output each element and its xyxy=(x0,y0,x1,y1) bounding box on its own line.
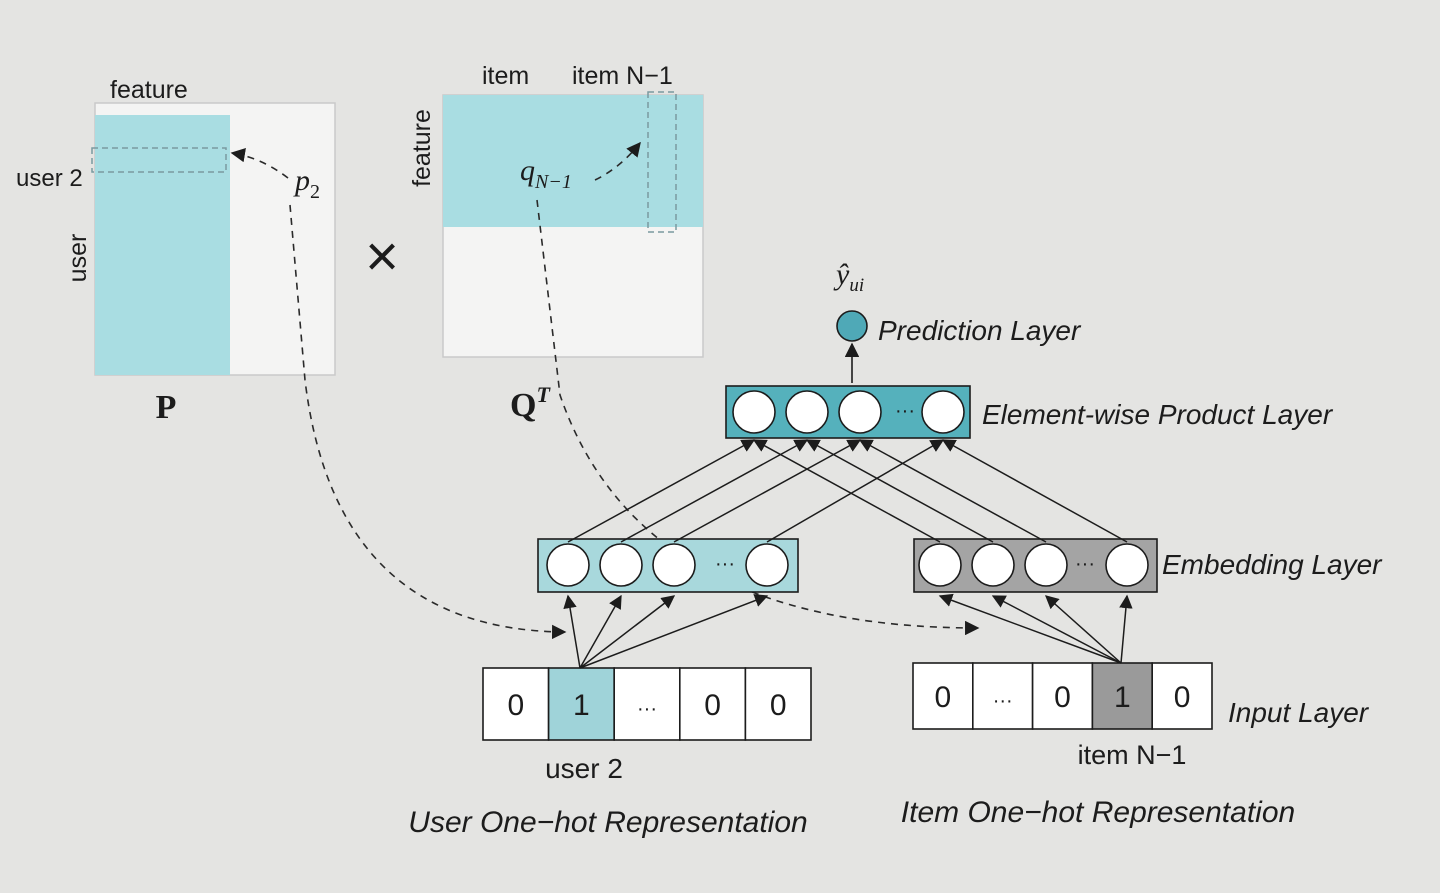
product-layer-node xyxy=(732,390,776,434)
connection-arrow xyxy=(1119,594,1133,664)
product-layer-node xyxy=(838,390,882,434)
matrix-q-feature-fill xyxy=(443,95,703,227)
item-onehot-cell xyxy=(1151,662,1213,730)
item-embedding-node xyxy=(1024,543,1068,587)
user-onehot-vector: 0 1 ··· 0 0 xyxy=(482,667,812,741)
connection-arrow xyxy=(766,439,945,543)
user-embedding: ··· xyxy=(537,538,799,593)
connection-arrow xyxy=(938,593,1122,664)
matrix-q-side-label: feature xyxy=(408,109,436,187)
embedding-layer-label: Embedding Layer xyxy=(1162,549,1383,580)
product-layer-node xyxy=(785,390,829,434)
user-onehot-cell xyxy=(547,667,615,741)
connection-arrow xyxy=(579,594,769,669)
user-embedding-node xyxy=(546,543,590,587)
matrix-p-name: P xyxy=(156,389,177,426)
connection-arrow xyxy=(1044,595,1122,664)
product-layer-ellipsis: ··· xyxy=(895,400,915,422)
connection-arrow xyxy=(941,439,1128,543)
item-embedding: ··· xyxy=(913,538,1158,593)
prediction-node xyxy=(836,310,868,342)
matrix-q-top-label-left: item xyxy=(482,62,529,90)
product-layer: ··· xyxy=(725,385,971,439)
matrix-p-feature-fill xyxy=(95,115,230,375)
connection-arrow xyxy=(752,439,941,543)
user-embedding-node xyxy=(652,543,696,587)
connection-arrow xyxy=(858,439,1047,543)
connection-arrow xyxy=(579,595,676,669)
user-onehot-cell-value: 0 xyxy=(770,689,787,722)
user-onehot-cell xyxy=(613,667,681,741)
prediction-layer-label: Prediction Layer xyxy=(878,315,1082,346)
matrix-q-name: QT xyxy=(510,382,551,424)
q-to-item-column-arrow xyxy=(594,141,641,181)
prediction-output-symbol: ŷui xyxy=(833,258,864,296)
item-onehot-cell xyxy=(912,662,974,730)
item-onehot-cell-value: 1 xyxy=(1114,681,1131,714)
item-onehot-cell xyxy=(971,662,1034,730)
user-onehot-cell-value: 0 xyxy=(704,689,721,722)
item-embedding-ellipsis: ··· xyxy=(1075,553,1095,575)
matrix-q-transpose: item item N−1 feature qN−1 QT xyxy=(408,62,704,424)
user-onehot-caption: user 2 xyxy=(545,753,623,784)
user-onehot-cell xyxy=(482,667,550,741)
item-embedding-node xyxy=(1105,543,1149,587)
p2-to-user2-row-arrow xyxy=(230,148,289,179)
matrix-p-user2-row xyxy=(91,147,227,173)
connection-arrow xyxy=(579,594,622,669)
connection-arrow xyxy=(673,439,862,543)
matrix-q-item-column xyxy=(647,91,677,233)
user-embedding-node xyxy=(745,543,789,587)
connection-arrows xyxy=(563,439,1133,669)
connection-arrow xyxy=(563,594,581,669)
matrix-q-vector-label: qN−1 xyxy=(520,154,572,193)
item-onehot-cell-value: 0 xyxy=(1054,681,1071,714)
multiply-symbol: × xyxy=(365,224,399,289)
connection-arrow xyxy=(567,439,756,543)
user-onehot-cell xyxy=(744,667,812,741)
item-onehot-cell-value: 0 xyxy=(1174,681,1191,714)
item-onehot-title: Item One−hot Representation xyxy=(901,796,1295,829)
user-embedding-path xyxy=(289,204,567,640)
matrix-p-top-label: feature xyxy=(110,76,188,104)
connection-arrow xyxy=(805,439,994,543)
user-onehot-cell-value: 1 xyxy=(573,689,590,722)
matrix-p-side-label: user xyxy=(64,234,92,283)
matrix-p-vector-label: p2 xyxy=(293,164,320,203)
product-layer-label: Element-wise Product Layer xyxy=(982,399,1334,430)
item-onehot-cell xyxy=(1031,662,1094,730)
matrix-p: feature user user 2 p2 P xyxy=(16,76,336,426)
connection-arrow xyxy=(991,595,1122,664)
item-onehot-cell-value: ··· xyxy=(993,690,1013,712)
item-onehot-cell xyxy=(1091,662,1154,730)
user-onehot-cell-value: ··· xyxy=(637,698,657,720)
input-layer-label: Input Layer xyxy=(1228,697,1370,728)
item-embedding-node xyxy=(918,543,962,587)
user-onehot-cell xyxy=(678,667,747,741)
matrix-q-top-label-right: item N−1 xyxy=(572,62,673,90)
product-layer-node xyxy=(921,390,965,434)
matrix-p-row-label: user 2 xyxy=(16,165,83,192)
user-embedding-node xyxy=(599,543,643,587)
user-onehot-cell-value: 0 xyxy=(507,689,524,722)
item-onehot-caption: item N−1 xyxy=(1078,740,1187,770)
item-embedding-node xyxy=(971,543,1015,587)
user-embedding-ellipsis: ··· xyxy=(715,553,735,575)
item-onehot-vector: 0 ··· 0 1 0 xyxy=(912,662,1213,730)
connection-arrow xyxy=(620,439,809,543)
user-onehot-title: User One−hot Representation xyxy=(408,806,807,839)
item-onehot-cell-value: 0 xyxy=(935,681,952,714)
